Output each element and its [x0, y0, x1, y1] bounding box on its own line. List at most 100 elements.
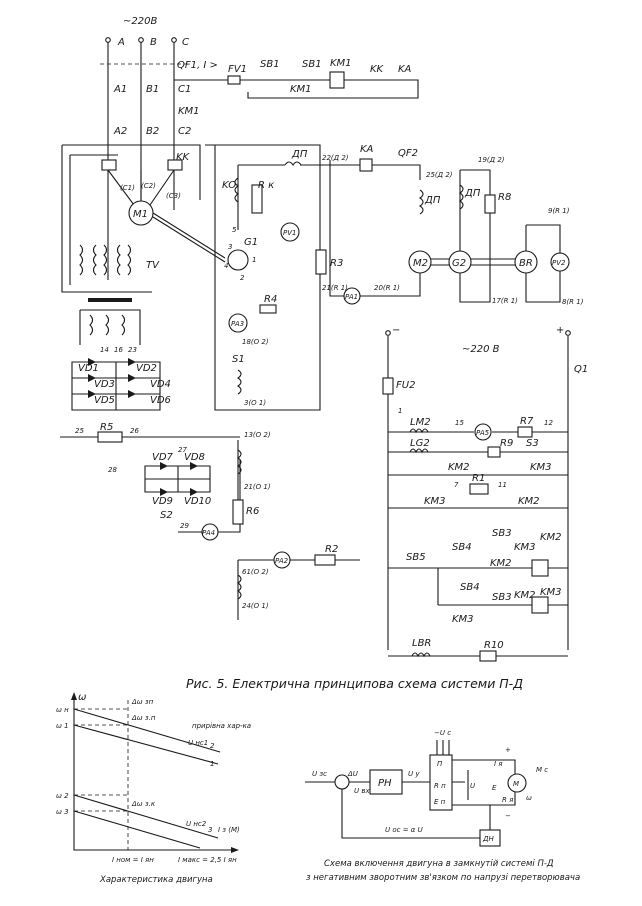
resistor-r3: [315, 249, 327, 275]
motor-m: [507, 773, 527, 793]
converter-p: [429, 754, 453, 811]
minus-label: −: [505, 812, 511, 820]
delta-u-label: ΔU: [347, 770, 358, 778]
diode-vd3-label: VD3: [94, 379, 115, 390]
dp3-label: ДП: [464, 188, 481, 199]
pv2-label: PV2: [552, 259, 566, 267]
regulator-rn: [369, 769, 403, 795]
label-c2: C2: [178, 126, 191, 137]
wire-29: 29: [180, 522, 189, 530]
r2-label: R2: [325, 544, 338, 555]
ep-label: E п: [434, 798, 446, 806]
kk-relay-label: KK: [176, 152, 191, 163]
u-nc1-note: U нс1: [188, 739, 208, 747]
omega-n-mark: ω н: [56, 706, 69, 714]
sb3b-label: SB3: [492, 592, 512, 603]
shaft-m2-br: [431, 258, 515, 266]
diode-vd9-label: VD9: [152, 496, 173, 507]
fu2-label: FU2: [396, 380, 415, 391]
x-axis-label: I з (M): [218, 826, 240, 834]
sb5-label: SB5: [406, 552, 426, 563]
wire-23: 23: [128, 346, 137, 354]
label-a2: A2: [113, 126, 127, 137]
km2-contact-c-label: KM2: [490, 558, 512, 569]
wire-18o2: 18(О 2): [242, 338, 269, 346]
num-15: 15: [455, 419, 464, 427]
voltmeter-pv2: [550, 252, 570, 272]
r10-label: R10: [484, 640, 504, 651]
resistor-r8: [484, 194, 496, 214]
g2-loop: [459, 169, 491, 303]
km2-coil: [531, 559, 549, 577]
supply-right-label: ~220 В: [462, 344, 500, 355]
u-label: U: [470, 782, 475, 790]
qf2-label: QF2: [398, 148, 418, 159]
pa4-label: PA4: [202, 529, 215, 537]
thermal-relay-a: [101, 159, 117, 171]
diode-vd5-label: VD5: [94, 395, 115, 406]
plus-label: +: [505, 746, 511, 754]
u-nc2-note: U нс2: [186, 820, 207, 828]
figure-caption: Рис. 5. Електрична принципова схема сист…: [186, 676, 523, 691]
sb4-label: SB4: [452, 542, 472, 553]
rectifier-bridge: [71, 358, 161, 411]
km1-coil-label: KM1: [330, 58, 352, 69]
feedback-label: U ос = α U: [385, 826, 423, 834]
natural-char-note: прирівна хар-ка: [192, 722, 251, 730]
dn-label: ДН: [482, 835, 494, 843]
br-label: BR: [519, 258, 533, 269]
minus-uc-label: −U с: [434, 729, 451, 737]
label-b2: B2: [146, 126, 159, 137]
diode-vd2-label: VD2: [136, 363, 157, 374]
m1-term-c2: (C2): [141, 182, 156, 190]
p-label: П: [437, 760, 443, 768]
km3-coil: [531, 596, 549, 614]
km3-contact-b-label: KM3: [424, 496, 446, 507]
ka-contact-label: KA: [398, 64, 412, 75]
dp-winding-2: [419, 189, 424, 215]
feedback-path: [341, 789, 491, 839]
phase-a-label: A: [117, 37, 125, 48]
motor-circuit: [452, 759, 516, 806]
km3-coil-label: KM3: [540, 587, 562, 598]
motor-m2: [408, 250, 432, 274]
voltmeter-pv1: [280, 222, 300, 242]
dp-winding-3: [459, 184, 464, 210]
wire-5: 5: [232, 226, 237, 234]
closed-loop-title-1: Схема включення двигуна в замкнутій сист…: [324, 859, 554, 869]
km3-contact-d-label: KM3: [452, 614, 474, 625]
km3-contact-c-label: KM3: [514, 542, 536, 553]
wire-28: 28: [108, 466, 117, 474]
g2-label: G2: [452, 258, 466, 269]
s1-winding: [237, 369, 242, 395]
wire-25d2: 25(Д 2): [426, 171, 453, 179]
wire-27: 27: [178, 446, 187, 454]
characteristic-title: Характеристика двигуна: [99, 875, 213, 885]
lbr-label: LBR: [412, 638, 431, 649]
resistor-r5: [97, 431, 123, 443]
km2-coil-label: KM2: [540, 532, 562, 543]
label-a1: A1: [113, 84, 127, 95]
ammeter-pa3: [228, 313, 248, 333]
characteristic-axes: [73, 696, 235, 851]
thermal-relay-c: [167, 159, 183, 171]
r1-label: R1: [472, 473, 485, 484]
sb1b-label: SB1: [302, 59, 322, 70]
wire-1: 1: [252, 256, 256, 264]
wire-24o1: 24(О 1): [242, 602, 269, 610]
q1-label: Q1: [574, 364, 588, 375]
wire-17r1: 17(R 1): [492, 297, 518, 305]
fuse-fv1-label: FV1: [228, 64, 247, 75]
generator-g1: [227, 249, 249, 271]
km2-contact-d-label: KM2: [514, 590, 536, 601]
m2-label: M2: [413, 258, 428, 269]
closed-loop-title-2: з негативним зворотним зв'язком по напру…: [306, 873, 580, 883]
ka-relay-label: KA: [360, 144, 374, 155]
resistor-r1: [469, 483, 489, 495]
r4-label: R4: [264, 294, 277, 305]
omega-3-mark: ω 3: [56, 808, 69, 816]
field-top: [237, 164, 330, 230]
wire-25: 25: [75, 427, 84, 435]
kk-contact-label: KK: [370, 64, 385, 75]
